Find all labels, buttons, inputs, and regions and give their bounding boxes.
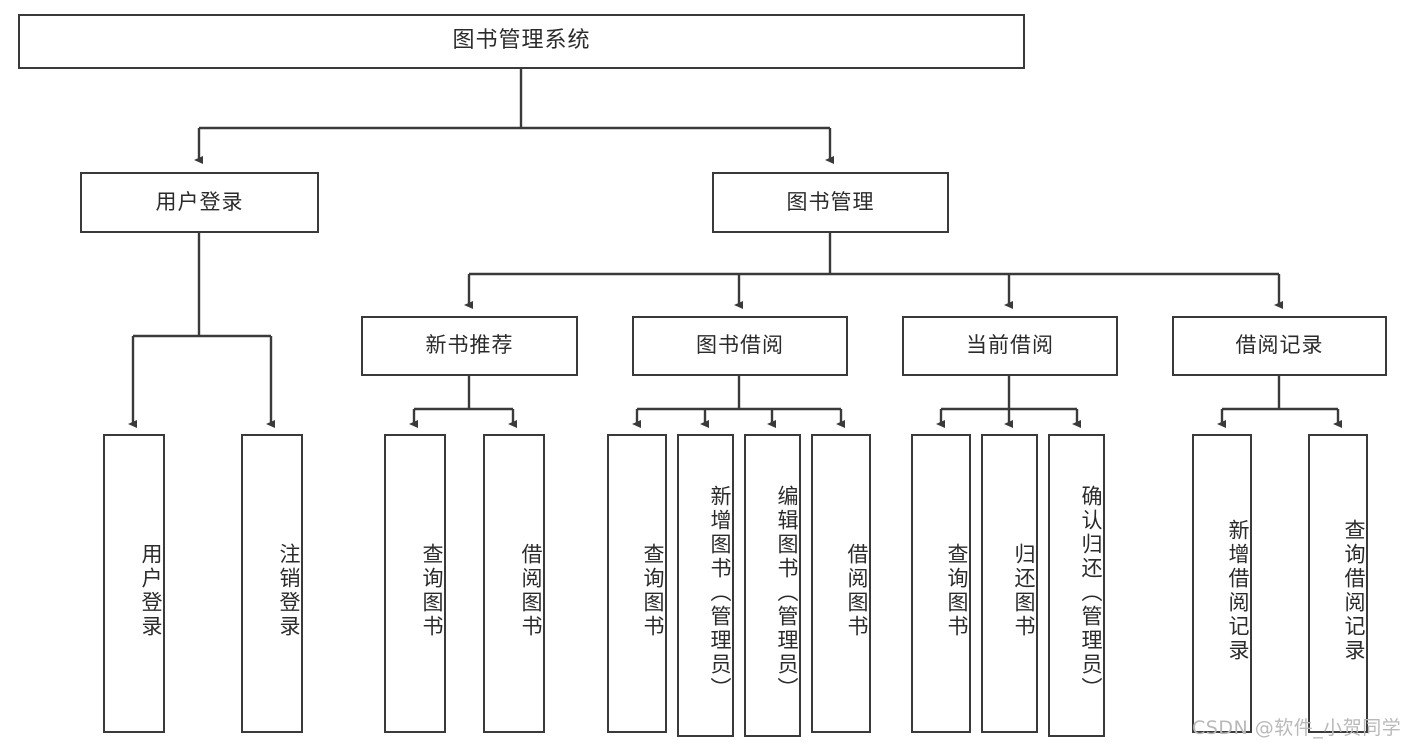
leaf-current-return-book[interactable]: 归还图书 <box>981 434 1038 733</box>
leaf-user-logout[interactable]: 注销登录 <box>241 434 303 733</box>
node-label: 图书管理系统 <box>452 28 591 54</box>
node-label: 新书推荐 <box>425 333 514 358</box>
node-label: 查询图书 <box>945 542 969 639</box>
leaf-record-query-borrow-record[interactable]: 查询借阅记录 <box>1308 434 1368 733</box>
leaf-borrow-borrow-book[interactable]: 借阅图书 <box>811 434 871 733</box>
leaf-borrow-query-book[interactable]: 查询图书 <box>607 434 667 733</box>
node-label: 查询图书 <box>420 542 444 639</box>
leaf-current-query-book[interactable]: 查询图书 <box>911 434 971 733</box>
node-label: 新增图书（管理员） <box>708 484 732 701</box>
node-label: 查询借阅记录 <box>1342 518 1366 663</box>
node-label: 图书管理 <box>786 189 875 214</box>
csdn-watermark: CSDN @软件_小贺同学 <box>1192 717 1402 739</box>
node-label: 图书借阅 <box>696 333 784 358</box>
node-current-borrow[interactable]: 当前借阅 <box>902 316 1118 376</box>
node-book-borrow[interactable]: 图书借阅 <box>632 316 848 376</box>
node-label: 用户登录 <box>139 542 163 639</box>
leaf-borrow-add-book-admin[interactable]: 新增图书（管理员） <box>677 434 734 737</box>
node-label: 用户登录 <box>155 189 244 214</box>
node-label: 确认归还（管理员） <box>1079 484 1103 701</box>
node-user-login[interactable]: 用户登录 <box>80 172 319 233</box>
node-label: 注销登录 <box>277 542 301 639</box>
node-label: 借阅图书 <box>519 542 543 639</box>
leaf-user-login[interactable]: 用户登录 <box>103 434 165 733</box>
node-borrow-record[interactable]: 借阅记录 <box>1172 316 1387 376</box>
node-label: 查询图书 <box>641 542 665 639</box>
node-root-book-management-system[interactable]: 图书管理系统 <box>18 14 1025 69</box>
node-new-book-recommend[interactable]: 新书推荐 <box>361 316 578 376</box>
leaf-recommend-borrow-book[interactable]: 借阅图书 <box>483 434 545 733</box>
node-label: 借阅图书 <box>845 542 869 639</box>
node-label: 编辑图书（管理员） <box>775 484 799 701</box>
node-book-management[interactable]: 图书管理 <box>712 172 949 233</box>
leaf-current-confirm-return-admin[interactable]: 确认归还（管理员） <box>1048 434 1105 737</box>
leaf-borrow-edit-book-admin[interactable]: 编辑图书（管理员） <box>744 434 801 737</box>
node-label: 借阅记录 <box>1235 333 1324 358</box>
node-label: 当前借阅 <box>966 333 1054 358</box>
leaf-record-add-borrow-record[interactable]: 新增借阅记录 <box>1192 434 1252 733</box>
leaf-recommend-query-book[interactable]: 查询图书 <box>384 434 446 733</box>
node-label: 新增借阅记录 <box>1226 518 1250 663</box>
node-label: 归还图书 <box>1012 542 1036 639</box>
